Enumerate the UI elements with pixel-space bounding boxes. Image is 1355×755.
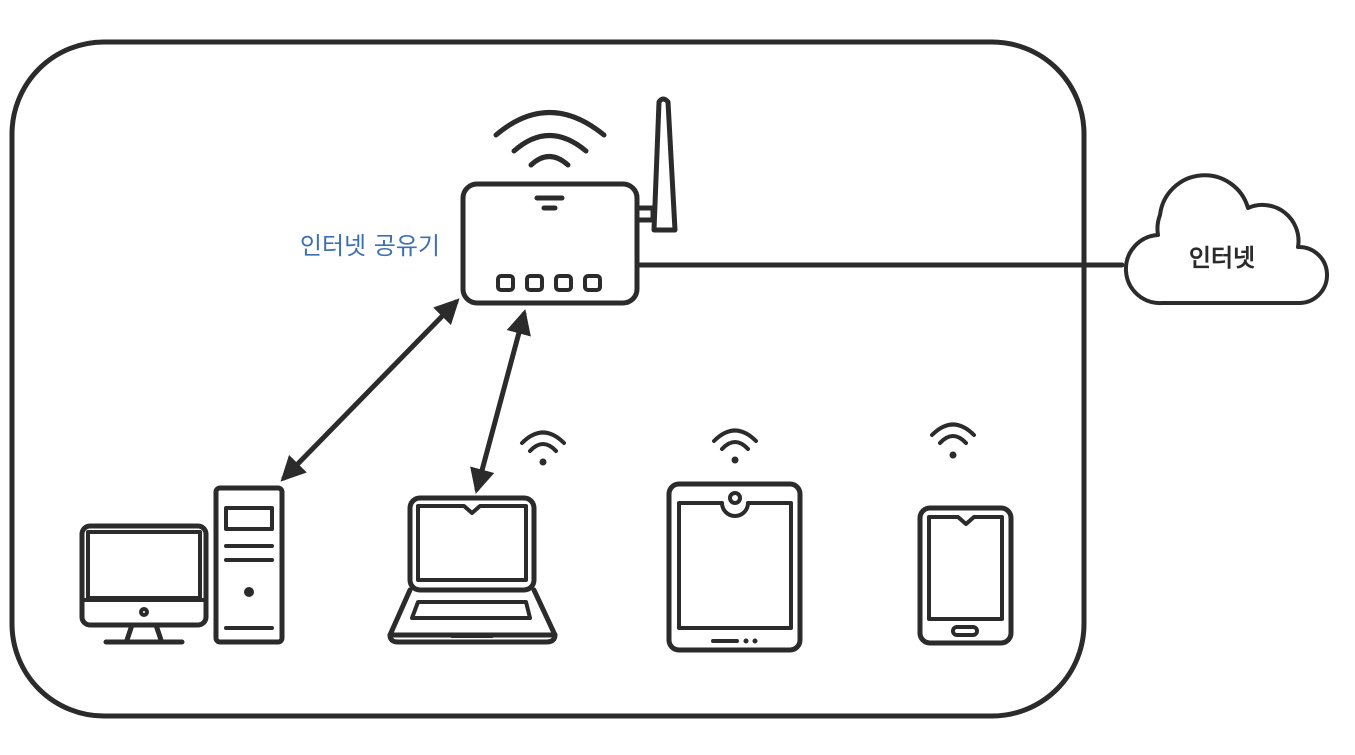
router-label: 인터넷 공유기 — [300, 232, 440, 260]
wifi-signal-icon — [930, 422, 976, 459]
wifi-router-icon — [460, 96, 678, 306]
desktop-computer-icon — [79, 485, 285, 645]
router-desktop-connection — [280, 298, 460, 482]
router-laptop-connection — [470, 309, 531, 494]
wifi-signal-icon — [520, 430, 566, 466]
local-network-boundary — [9, 39, 1087, 719]
tablet-icon — [666, 481, 803, 653]
internet-label: 인터넷 — [1189, 244, 1255, 272]
laptop-icon — [387, 495, 558, 645]
smartphone-icon — [917, 505, 1014, 646]
cloud-icon: 인터넷 — [1123, 173, 1329, 306]
wifi-signal-icon — [712, 428, 758, 464]
